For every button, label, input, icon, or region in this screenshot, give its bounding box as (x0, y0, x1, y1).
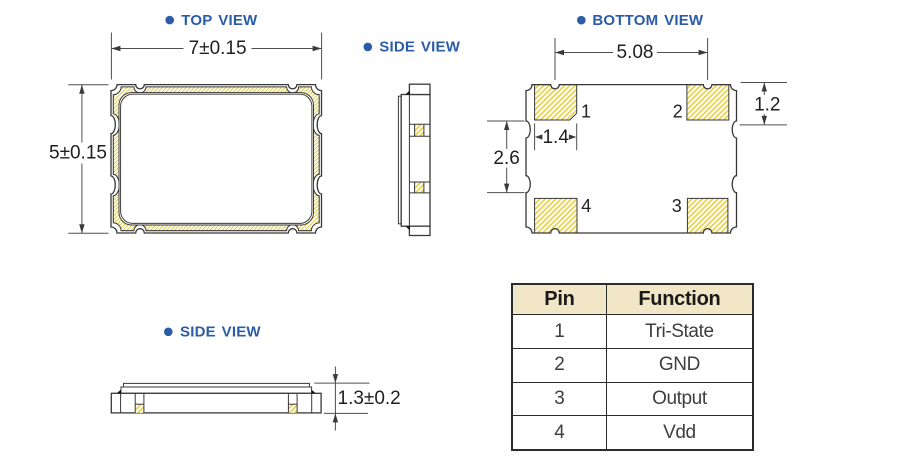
svg-text:BOTTOM VIEW: BOTTOM VIEW (592, 12, 704, 29)
svg-text:4: 4 (581, 196, 591, 216)
svg-text:3: 3 (672, 196, 682, 216)
svg-text:2: 2 (673, 101, 683, 121)
svg-text:TOP VIEW: TOP VIEW (181, 12, 258, 29)
svg-text:2.6: 2.6 (493, 148, 519, 169)
svg-text:5±0.15: 5±0.15 (49, 143, 107, 164)
svg-text:1.3±0.2: 1.3±0.2 (338, 388, 401, 409)
svg-text:1: 1 (581, 101, 591, 121)
svg-text:7±0.15: 7±0.15 (189, 38, 247, 59)
svg-text:SIDE VIEW: SIDE VIEW (379, 39, 460, 56)
svg-text:1.2: 1.2 (754, 94, 780, 115)
svg-text:5.08: 5.08 (617, 42, 654, 63)
svg-text:1.4: 1.4 (542, 127, 569, 148)
svg-text:SIDE VIEW: SIDE VIEW (180, 324, 261, 341)
